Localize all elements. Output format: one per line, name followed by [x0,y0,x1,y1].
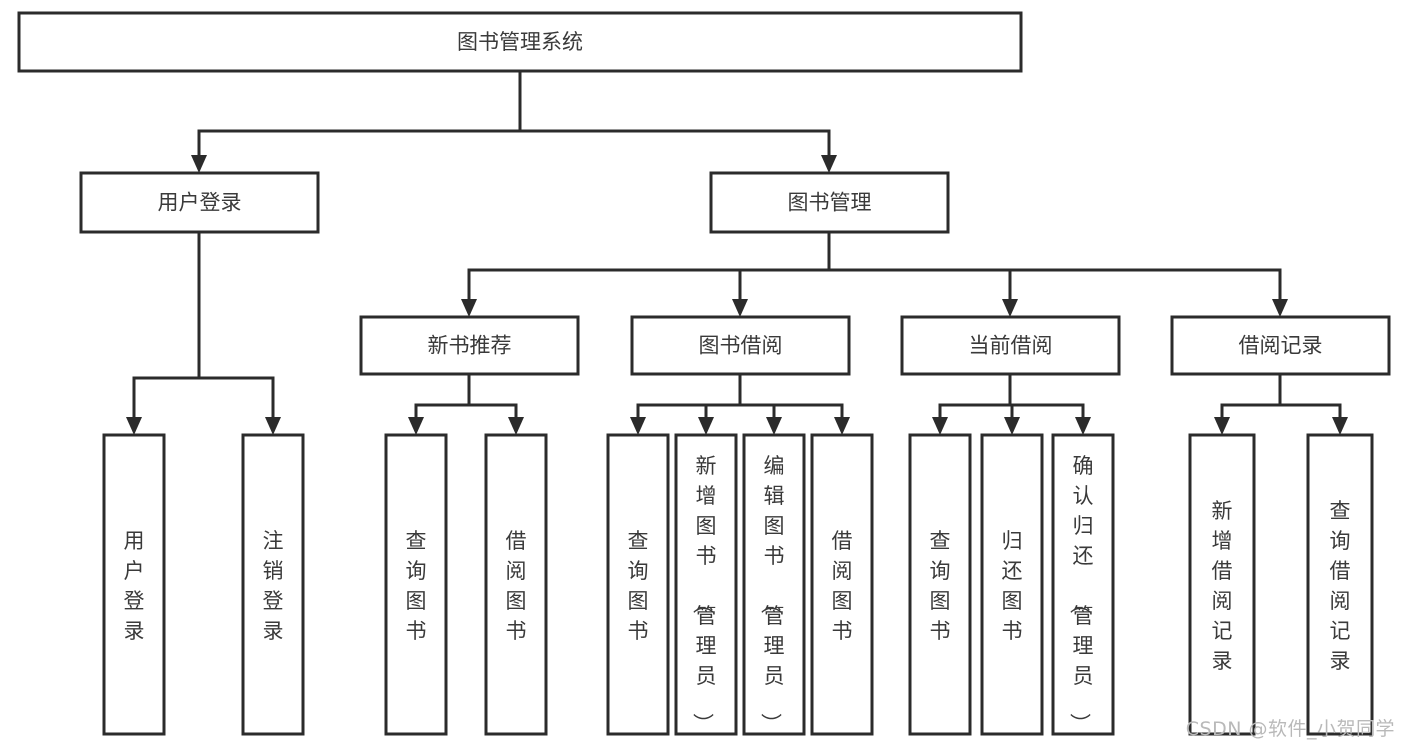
connector-borrowrecord-to-leaves [1214,372,1348,435]
node-current-borrow-box[interactable] [900,315,1121,376]
node-user-login-label: 用户登录 [158,191,242,215]
node-leaf-add-book[interactable]: 新增图书（管理员） [674,433,738,736]
connectors-layer [126,69,1348,435]
connector-bookmanage-to-level3 [461,230,1288,317]
node-leaf-edit-book[interactable]: 编辑图书（管理员） [742,433,806,736]
node-leaf-query-book-borrow-box[interactable] [606,433,670,736]
node-leaf-query-record-label: 查询借阅记录 [1330,499,1351,673]
node-leaf-borrow-book[interactable]: 借阅图书 [810,433,874,736]
node-leaf-user-login[interactable]: 用户登录 [102,433,166,736]
node-book-manage-label: 图书管理 [788,191,872,215]
connector-bookborrow-to-leaves [630,372,850,435]
connector-currentborrow-to-leaves [932,372,1091,435]
node-leaf-user-login-box[interactable] [102,433,166,736]
node-book-borrow-label: 图书借阅 [699,334,783,358]
node-leaf-user-login-label: 用户登录 [124,529,145,643]
node-borrow-record[interactable]: 借阅记录 [1170,315,1391,376]
nodes-layer: 图书管理系统用户登录图书管理新书推荐图书借阅当前借阅借阅记录用户登录注销登录查询… [17,11,1391,736]
connector-newbook-to-leaves [408,372,524,435]
node-user-login-box[interactable] [79,171,320,234]
node-leaf-edit-book-label: 编辑图书（管理员） [759,454,785,734]
node-leaf-return-book-box[interactable] [980,433,1044,736]
node-leaf-logout-box[interactable] [241,433,305,736]
node-leaf-query-book-borrow[interactable]: 查询图书 [606,433,670,736]
node-current-borrow[interactable]: 当前借阅 [900,315,1121,376]
node-leaf-query-record[interactable]: 查询借阅记录 [1306,433,1374,736]
node-leaf-borrow-book-box[interactable] [810,433,874,736]
node-book-manage[interactable]: 图书管理 [709,171,950,234]
node-leaf-query-book-rec[interactable]: 查询图书 [384,433,448,736]
node-leaf-confirm-return-label: 确认归还（管理员） [1068,454,1094,734]
node-leaf-query-record-box[interactable] [1306,433,1374,736]
node-leaf-query-book-current[interactable]: 查询图书 [908,433,972,736]
node-root-root-label: 图书管理系统 [457,30,583,54]
node-leaf-add-record[interactable]: 新增借阅记录 [1188,433,1256,736]
node-borrow-record-box[interactable] [1170,315,1391,376]
connector-userlogin-to-leaves [126,230,281,435]
node-leaf-query-book-current-label: 查询图书 [930,529,951,643]
node-new-book-recommend-label: 新书推荐 [428,334,512,358]
node-leaf-query-book-rec-label: 查询图书 [406,529,427,643]
node-leaf-borrow-book-rec-box[interactable] [484,433,548,736]
node-leaf-add-book-label: 新增图书（管理员） [691,454,717,734]
node-leaf-query-book-rec-box[interactable] [384,433,448,736]
node-leaf-return-book-label: 归还图书 [1002,529,1023,643]
node-root-root-box[interactable] [17,11,1023,73]
node-leaf-borrow-book-rec[interactable]: 借阅图书 [484,433,548,736]
node-leaf-return-book[interactable]: 归还图书 [980,433,1044,736]
node-leaf-add-book-box[interactable] [674,433,738,736]
node-root-root[interactable]: 图书管理系统 [17,11,1023,73]
node-borrow-record-label: 借阅记录 [1239,334,1323,358]
node-book-manage-box[interactable] [709,171,950,234]
node-current-borrow-label: 当前借阅 [969,334,1053,358]
connector-root-to-level2 [191,69,837,173]
node-leaf-edit-book-box[interactable] [742,433,806,736]
node-leaf-logout[interactable]: 注销登录 [241,433,305,736]
node-book-borrow-box[interactable] [630,315,851,376]
node-leaf-add-record-box[interactable] [1188,433,1256,736]
node-book-borrow[interactable]: 图书借阅 [630,315,851,376]
node-leaf-add-record-label: 新增借阅记录 [1212,499,1233,673]
node-leaf-query-book-borrow-label: 查询图书 [628,529,649,643]
node-leaf-borrow-book-label: 借阅图书 [832,529,853,643]
node-new-book-recommend[interactable]: 新书推荐 [359,315,580,376]
node-user-login[interactable]: 用户登录 [79,171,320,234]
node-leaf-borrow-book-rec-label: 借阅图书 [506,529,527,643]
node-leaf-confirm-return-box[interactable] [1051,433,1115,736]
node-leaf-query-book-current-box[interactable] [908,433,972,736]
node-new-book-recommend-box[interactable] [359,315,580,376]
node-leaf-confirm-return[interactable]: 确认归还（管理员） [1051,433,1115,736]
node-leaf-logout-label: 注销登录 [263,529,284,643]
